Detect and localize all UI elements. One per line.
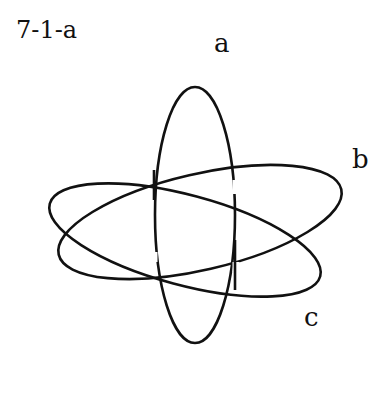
ring-b	[48, 143, 352, 302]
crossing-overstrands	[154, 170, 235, 290]
ring-c	[38, 160, 332, 319]
ring-label: a	[214, 30, 230, 56]
ring-a	[155, 87, 235, 343]
ring-label: c	[304, 304, 319, 330]
ring-label: b	[352, 146, 369, 172]
figure-id: 7-1-a	[16, 18, 77, 42]
crossing-gaps	[154, 180, 236, 272]
